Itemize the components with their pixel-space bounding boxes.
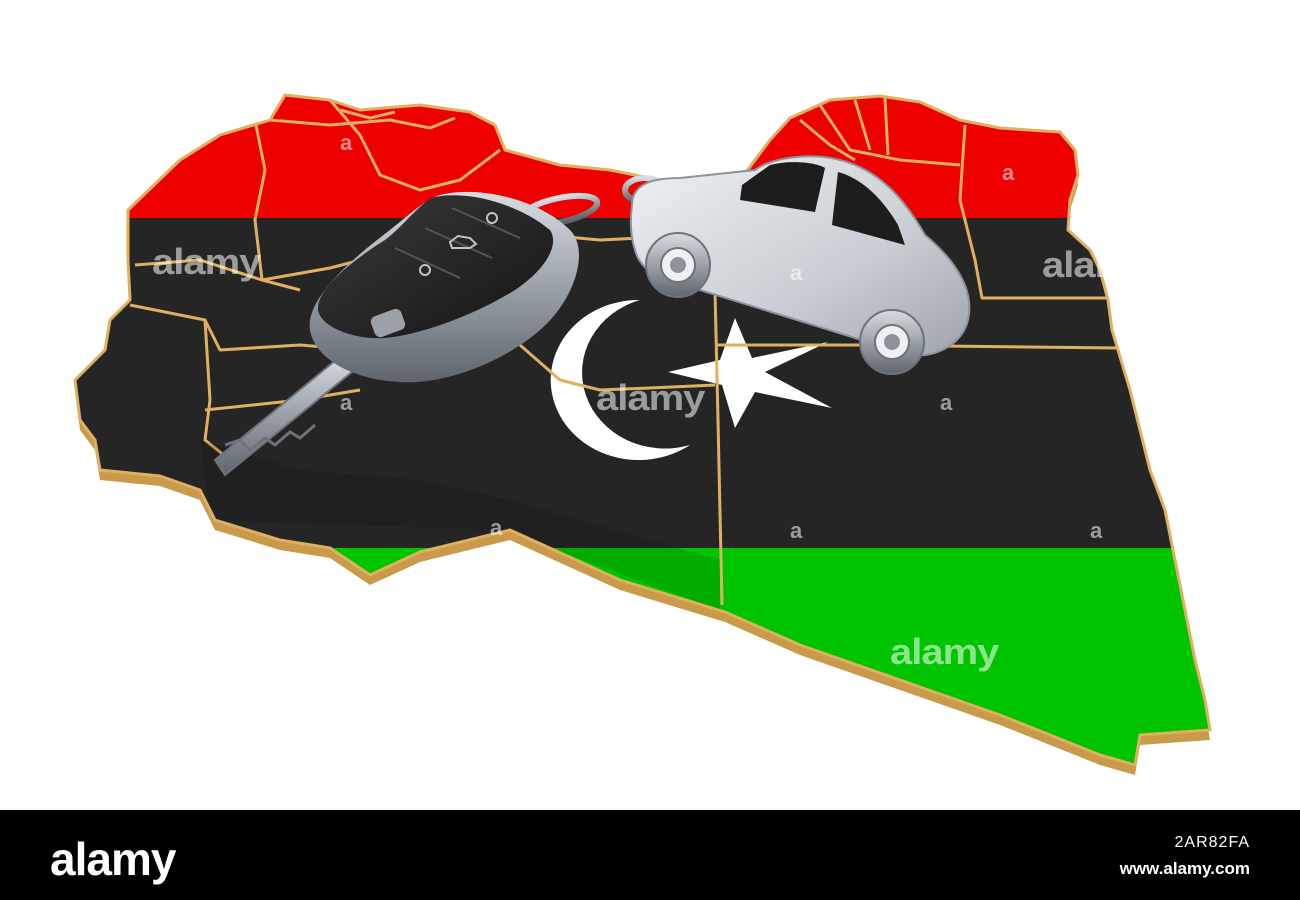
star-icon — [668, 318, 832, 428]
site-url[interactable]: www.alamy.com — [1119, 859, 1250, 878]
district-borders — [129, 97, 1119, 606]
product-image: alamy alamy alamy alamy a a a a a a a a — [73, 93, 1212, 775]
footer-bar: alamy 2AR82FA www.alamy.com — [0, 810, 1300, 900]
car-keychain-icon — [629, 155, 971, 375]
image-info: 2AR82FA www.alamy.com — [1120, 830, 1250, 882]
libya-flag — [75, 95, 1210, 765]
image-id: 2AR82FA — [1174, 834, 1250, 851]
car-key-icon — [213, 191, 579, 477]
map-shading — [200, 440, 720, 610]
map-outline — [73, 93, 1212, 767]
libya-map-illustration — [73, 93, 1212, 775]
car-wheel-rear — [859, 309, 925, 375]
car-wheel-front — [645, 232, 711, 298]
flag-stripe-green — [75, 548, 1210, 765]
alamy-logo[interactable]: alamy — [50, 833, 176, 885]
crescent-icon — [550, 299, 690, 460]
flag-stripe-black — [75, 218, 1210, 550]
